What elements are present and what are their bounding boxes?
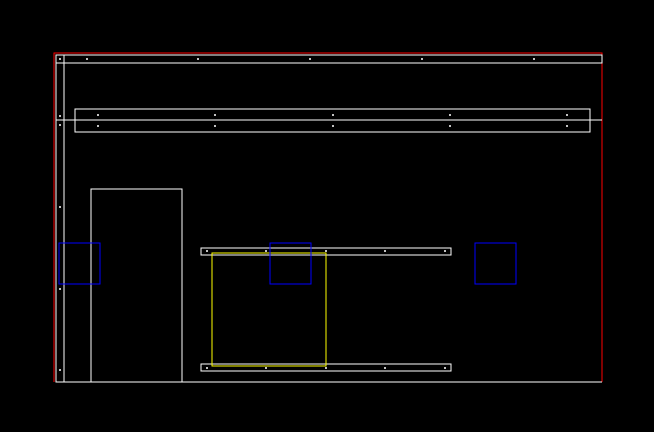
node-dot	[206, 250, 208, 252]
node-dot	[566, 125, 568, 127]
node-dot	[214, 125, 216, 127]
blue-box-center[interactable]	[269, 242, 312, 285]
node-dot	[59, 124, 61, 126]
node-dot	[97, 114, 99, 116]
node-dot	[59, 58, 61, 60]
node-dot	[332, 114, 334, 116]
node-dot	[449, 125, 451, 127]
node-dot	[97, 125, 99, 127]
outer-frame[interactable]	[53, 52, 603, 382]
node-dot	[265, 250, 267, 252]
node-dot	[59, 369, 61, 371]
node-dot	[59, 206, 61, 208]
blue-box-right[interactable]	[474, 242, 517, 285]
node-dot	[197, 58, 199, 60]
node-dot	[325, 367, 327, 369]
node-dot	[444, 367, 446, 369]
node-dot	[566, 114, 568, 116]
node-dot	[533, 58, 535, 60]
node-dot	[384, 367, 386, 369]
blue-box-left[interactable]	[58, 242, 101, 285]
node-dot	[59, 115, 61, 117]
node-markers	[59, 58, 568, 371]
node-dot	[421, 58, 423, 60]
node-dot	[449, 114, 451, 116]
node-dot	[206, 367, 208, 369]
node-dot	[265, 367, 267, 369]
node-dot	[325, 250, 327, 252]
left-post[interactable]	[55, 54, 65, 383]
node-dot	[309, 58, 311, 60]
node-dot	[214, 114, 216, 116]
node-dot	[384, 250, 386, 252]
door-panel[interactable]	[90, 188, 183, 383]
selection-box[interactable]	[211, 252, 327, 367]
node-dot	[86, 58, 88, 60]
node-dot	[332, 125, 334, 127]
node-dot	[444, 250, 446, 252]
node-dot	[59, 288, 61, 290]
